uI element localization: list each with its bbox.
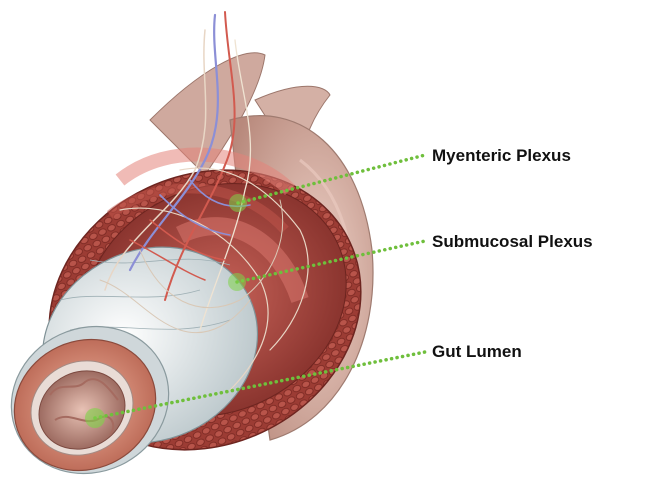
label-myenteric-plexus: Myenteric Plexus — [432, 146, 571, 166]
label-submucosal-plexus: Submucosal Plexus — [432, 232, 593, 252]
label-gut-lumen: Gut Lumen — [432, 342, 522, 362]
